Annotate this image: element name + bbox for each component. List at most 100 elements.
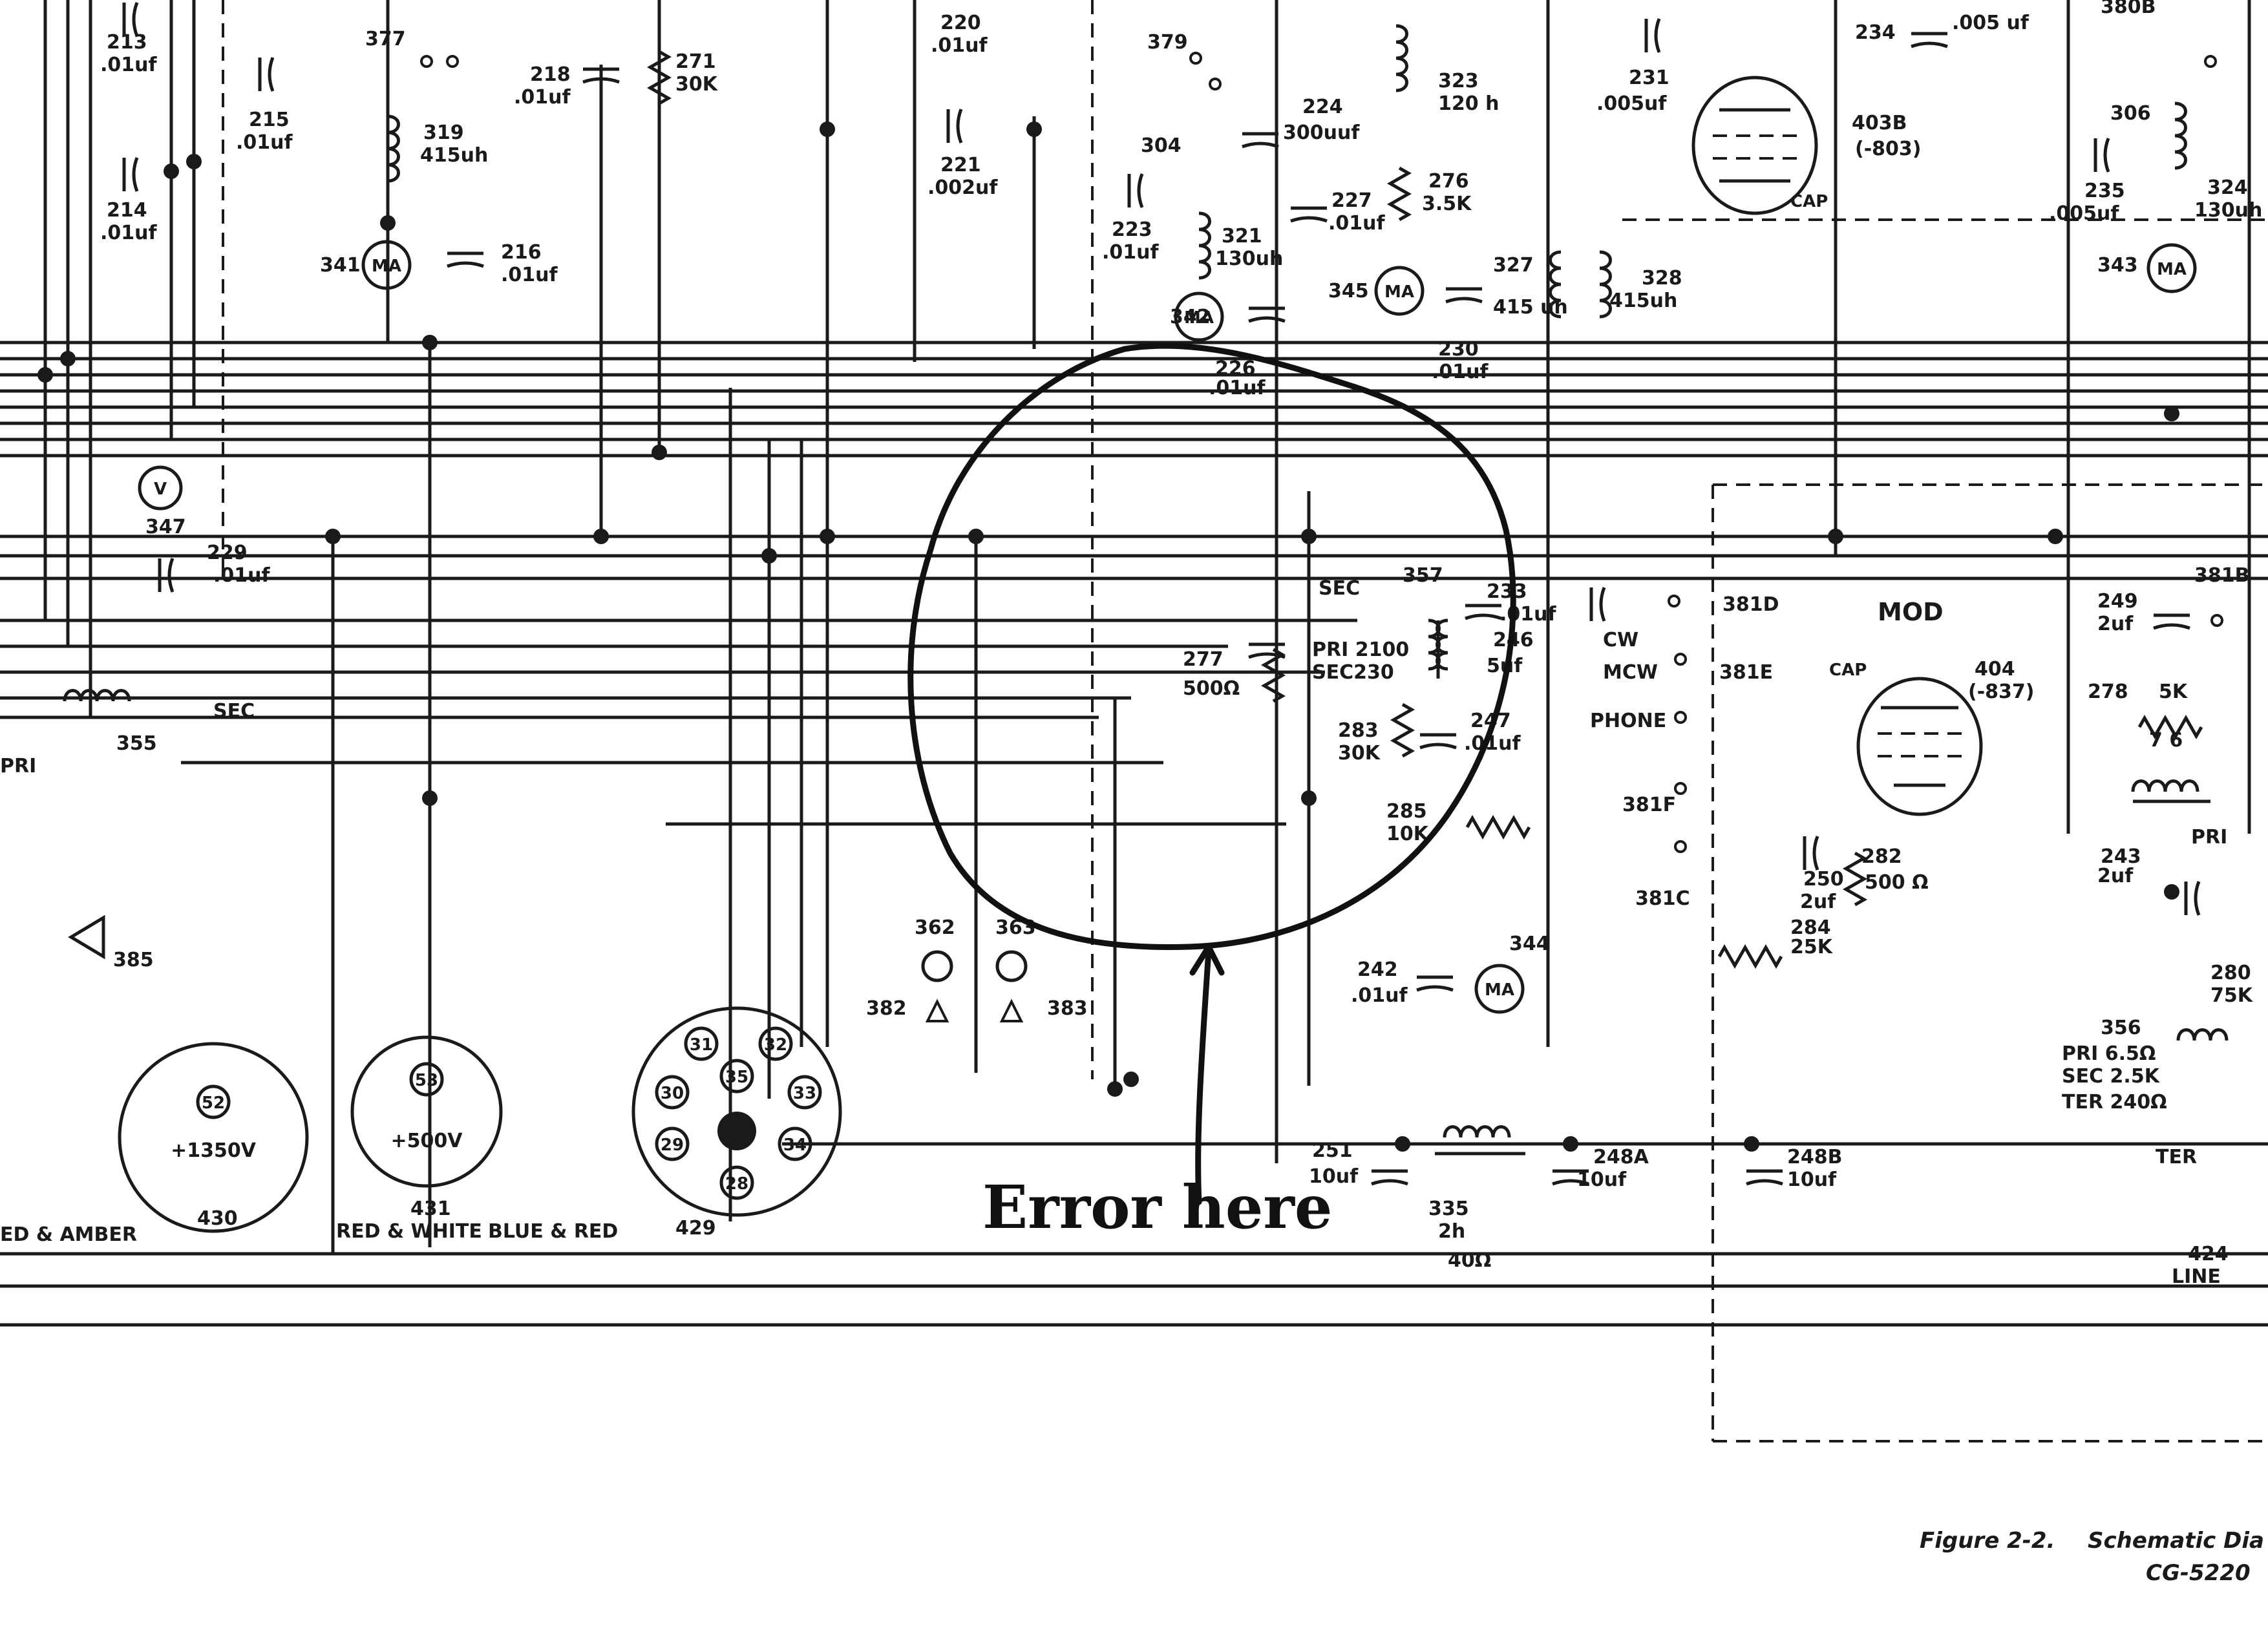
- inductor-319-ref: 319: [423, 121, 464, 144]
- tube-404-ref: 404: [1975, 658, 2015, 681]
- xfmr-355-pri: PRI: [0, 755, 36, 777]
- res-278-value: 5K: [2159, 681, 2189, 703]
- tube-404: [1856, 677, 1983, 816]
- connector-430-ref: 430: [197, 1207, 238, 1230]
- inductor-324-ref: 324: [2207, 176, 2248, 199]
- tube-404-title: MOD: [1878, 598, 1944, 626]
- xfmr-356-sec: SEC 2.5K: [2062, 1065, 2161, 1088]
- switch-381d-ref: 381D: [1722, 593, 1779, 616]
- switch-contacts: [420, 52, 2223, 853]
- cap-218-ref: 218: [530, 63, 571, 86]
- inductor-328-value: 415uh: [1609, 290, 1677, 312]
- meter-344-symbol: MA: [1485, 980, 1514, 1000]
- cap-250-ref: 250: [1803, 868, 1844, 891]
- cap-248a-value: 10uf: [1577, 1168, 1627, 1191]
- inductor-symbols: [63, 24, 2229, 1156]
- connector-431: [350, 1035, 503, 1188]
- connector-429: [631, 1006, 842, 1217]
- wire-label-blue-red: BLUE & RED: [488, 1220, 618, 1243]
- cap-248b-value: 10uf: [1787, 1168, 1837, 1191]
- tube-403: [1691, 76, 1818, 215]
- connector-429-pin-35: 35: [725, 1068, 748, 1087]
- cap-226-ref: 226: [1215, 357, 1256, 380]
- switch-381b-ref: 381B: [2194, 564, 2250, 587]
- switch-381c-ref: 381C: [1635, 887, 1690, 910]
- meter-341-symbol: MA: [372, 257, 401, 276]
- error-arrow-mark: [1189, 944, 1225, 1205]
- error-annotation-text: Error here: [982, 1172, 1332, 1242]
- cap-213-value: .01uf: [100, 54, 158, 76]
- res-278-ref: 278: [2088, 681, 2128, 703]
- vertical-wires: [43, 0, 2251, 1254]
- figure-caption: Figure 2-2. Schematic Dia CG-5220: [1920, 1528, 2264, 1586]
- choke-335-res: 40Ω: [1448, 1249, 1491, 1272]
- wire-label-red-white: RED & WHITE: [336, 1220, 482, 1243]
- meter-344-ref: 344: [1509, 933, 1550, 955]
- cap-214-ref: 214: [107, 199, 147, 222]
- inductor-319-value: 415uh: [420, 144, 488, 167]
- res-271-value: 30K: [675, 73, 719, 96]
- meter-345-ref: 345: [1328, 280, 1369, 302]
- voltmeter-347-ref: 347: [145, 516, 186, 538]
- choke-335-ref: 335: [1428, 1198, 1469, 1220]
- res-280-value: 75K: [2210, 984, 2254, 1007]
- xfmr-358-pri: PRI: [2191, 826, 2227, 849]
- switch-381e-ref: 381E: [1719, 661, 1773, 684]
- xfmr-357-sec-label: SEC230: [1312, 661, 1394, 684]
- connector-431-pin: 53: [415, 1071, 438, 1090]
- cap-248a-ref: 248A: [1593, 1146, 1649, 1168]
- cap-243-ref: 243: [2101, 845, 2141, 868]
- junction-dots: [37, 121, 2179, 1152]
- cap-235-ref: 235: [2084, 180, 2125, 202]
- meter-341-ref: 341: [320, 254, 361, 277]
- connector-429-pin-29: 29: [661, 1136, 684, 1155]
- res-277-ref: 277: [1183, 648, 1224, 671]
- wire-label-red-amber: ED & AMBER: [0, 1223, 137, 1246]
- xfmr-356-ter-label: TER: [2156, 1146, 2197, 1168]
- connector-429-pin-32: 32: [764, 1035, 787, 1055]
- lamp-362-ref: 362: [915, 916, 955, 939]
- xfmr-358-pins: 7 6: [2149, 729, 2183, 752]
- connector-430: [118, 1042, 309, 1233]
- meter-345-symbol: MA: [1384, 282, 1414, 302]
- res-283-value: 30K: [1338, 742, 1381, 765]
- cap-221-value: .002uf: [927, 176, 998, 199]
- cap-227-ref: 227: [1331, 189, 1372, 212]
- xfmr-356-ref: 356: [2101, 1017, 2141, 1039]
- cap-221-ref: 221: [940, 154, 981, 176]
- cap-216-ref: 216: [501, 241, 542, 264]
- cap-234-value: .005 uf: [1952, 12, 2030, 34]
- cap-214-value: .01uf: [100, 222, 158, 244]
- cap-249-ref: 249: [2097, 590, 2138, 613]
- meter-342-ref: 342: [1170, 306, 1211, 328]
- connector-430-pin: 52: [202, 1093, 225, 1113]
- cap-247-value: .01uf: [1464, 732, 1521, 755]
- choke-335-value: 2h: [1438, 1220, 1465, 1243]
- pilot-lamps: [921, 950, 1028, 1022]
- switch-382-ref: 382: [866, 997, 907, 1020]
- component-labels: 213 .01uf 214 .01uf 215 .01uf 377 319 41…: [0, 0, 2262, 1288]
- res-282-ref: 282: [1861, 845, 1902, 868]
- inductor-324-value: 130uh: [2194, 199, 2262, 222]
- xfmr-357-pri-label: PRI 2100: [1312, 639, 1409, 661]
- cap-227-value: .01uf: [1328, 212, 1386, 235]
- connector-431-ref: 431: [410, 1198, 451, 1220]
- cap-248b-ref: 248B: [1787, 1146, 1843, 1168]
- cap-233-ref: 233: [1487, 580, 1527, 603]
- inductor-323-ref: 323: [1438, 70, 1479, 92]
- diode-385-symbol: [68, 914, 105, 960]
- cap-230-value: .01uf: [1432, 361, 1489, 383]
- inductor-327-value: 415 uh: [1493, 296, 1568, 319]
- cap-229-value: .01uf: [213, 564, 271, 587]
- cap-233-value: .01uf: [1500, 603, 1557, 626]
- cap-249-value: 2uf: [2097, 613, 2134, 635]
- tube-403-ref: 403B: [1852, 112, 1907, 134]
- caption-title: Schematic Dia: [2088, 1528, 2264, 1554]
- error-circle-mark: [907, 343, 1516, 950]
- cap-218-value: .01uf: [514, 86, 571, 109]
- caption-code: CG-5220: [2146, 1560, 2251, 1586]
- cap-216-value: .01uf: [501, 264, 558, 286]
- res-280-ref: 280: [2210, 962, 2251, 984]
- resistor-symbols: [646, 50, 2203, 969]
